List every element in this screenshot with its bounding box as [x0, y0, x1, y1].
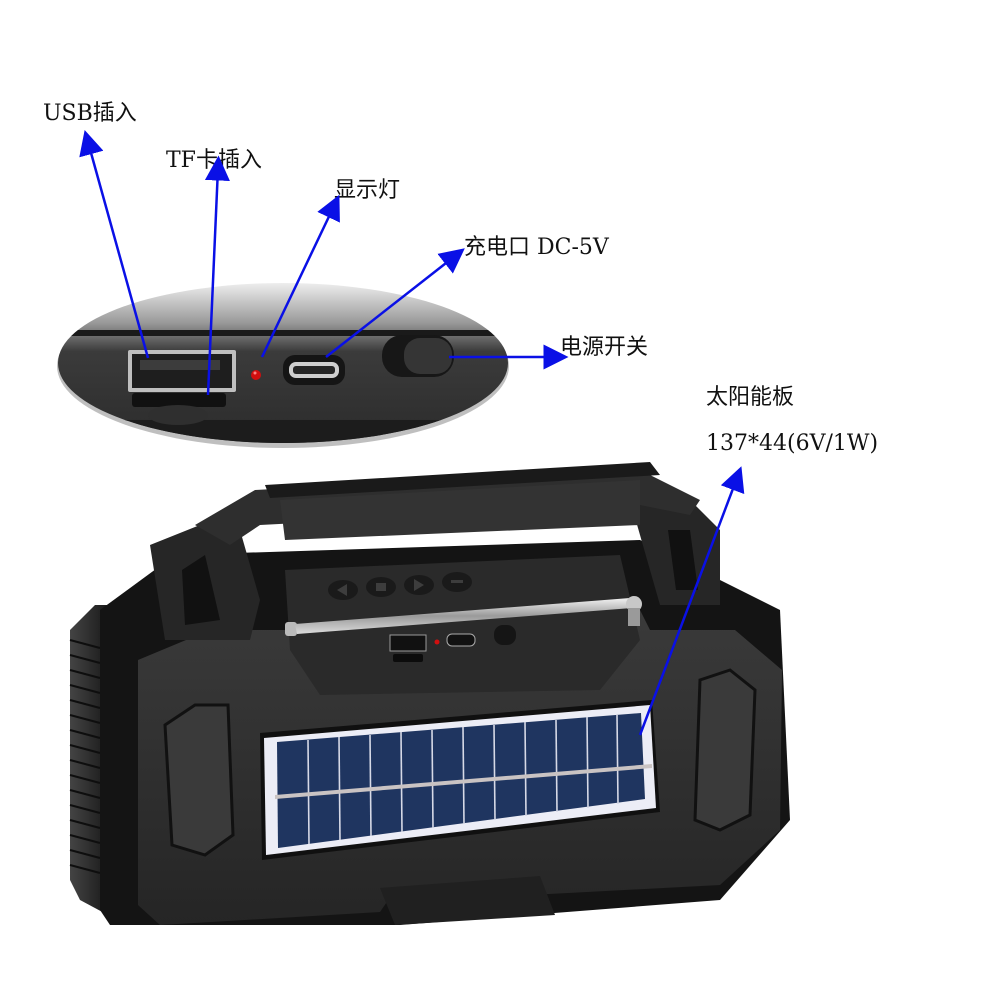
top-buttons	[328, 572, 472, 600]
prev-icon	[337, 584, 347, 596]
indicator-led-closeup	[251, 370, 261, 380]
telescopic-antenna[interactable]	[285, 596, 642, 636]
indicator-light-callout-label: 显示灯	[334, 178, 401, 203]
right-side-pad	[693, 668, 757, 832]
micro-usb-charge-port	[446, 633, 476, 647]
usb-port	[389, 634, 427, 652]
next-icon	[414, 579, 424, 591]
indicator-arrow	[260, 194, 340, 358]
play-pause-icon	[376, 583, 386, 591]
power-switch[interactable]	[494, 625, 516, 645]
power-switch-callout-label: 电源开关	[560, 335, 649, 360]
tf-card-arrow	[204, 155, 230, 396]
indicator-led	[434, 639, 440, 645]
mode-icon	[451, 580, 463, 583]
port-closeup-inset	[57, 283, 509, 448]
callout-arrows	[79, 129, 745, 736]
solar-radio-speaker	[69, 462, 790, 925]
solar-panel-spec-label: 137*44(6V/1W)	[706, 431, 879, 456]
usb-callout-label: USB插入	[43, 101, 137, 126]
bottom-foot	[380, 876, 555, 925]
solar-panel-callout-title: 太阳能板	[706, 385, 795, 410]
charge-port-arrow	[325, 248, 465, 358]
micro-usb-port-closeup	[283, 355, 345, 385]
charging-port-callout-label: 充电口 DC-5V	[464, 235, 609, 260]
left-side-pad	[163, 703, 235, 857]
usb-arrow	[79, 129, 150, 359]
tf-card-slot-closeup	[132, 393, 226, 425]
solar-panel-arrow	[638, 466, 745, 736]
power-switch-closeup	[382, 335, 454, 377]
solar-panel	[260, 700, 660, 860]
solar-busbar	[275, 764, 652, 799]
usb-port-closeup	[128, 350, 236, 392]
tf-card-slot	[393, 654, 423, 662]
